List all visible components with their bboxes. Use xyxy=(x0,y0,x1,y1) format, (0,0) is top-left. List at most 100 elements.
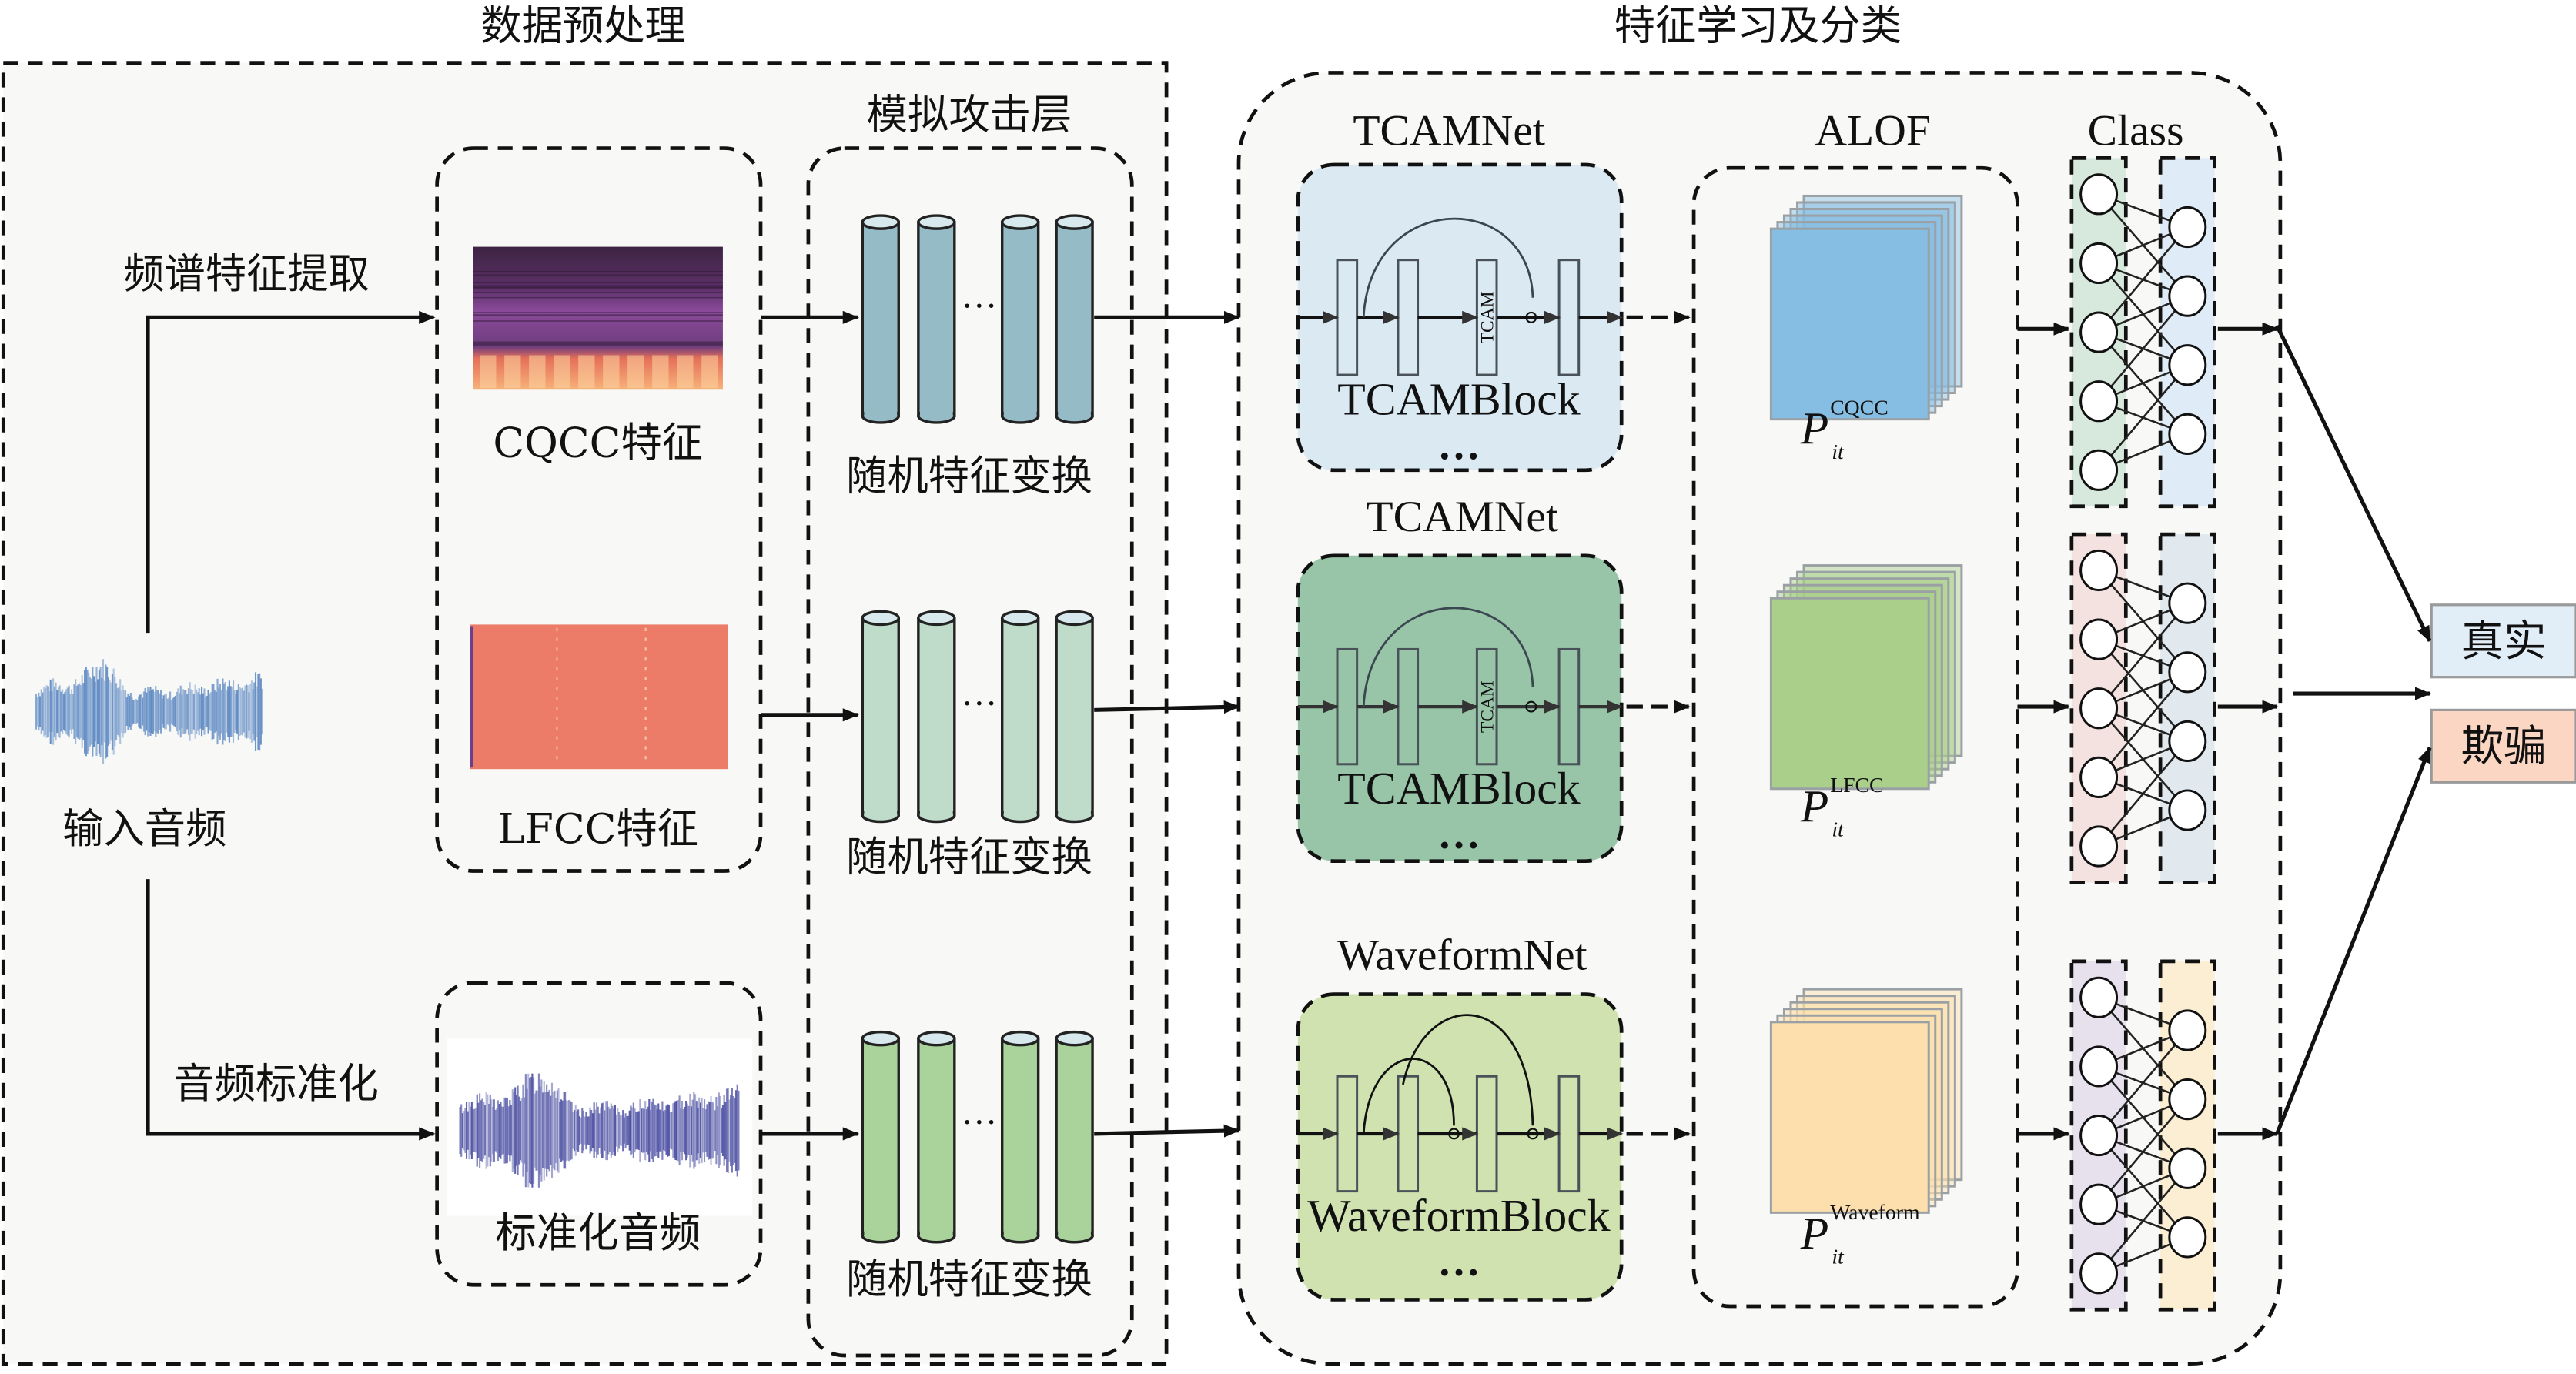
spectrogram-cell xyxy=(677,355,694,389)
alof-output-subscript: it xyxy=(1832,440,1845,464)
feature-map xyxy=(1769,597,1930,791)
layer-rect xyxy=(1397,647,1420,766)
neuron xyxy=(2079,549,2119,592)
layer-rect xyxy=(1557,259,1581,376)
feature-map xyxy=(1769,1021,1930,1214)
cylinder-ellipsis: … xyxy=(961,674,997,714)
alof-output-superscript: CQCC xyxy=(1830,396,1889,420)
connection xyxy=(2098,671,2189,778)
spectrogram-cell xyxy=(504,355,521,389)
spectrogram-cell xyxy=(554,355,570,389)
alof-output-superscript: Waveform xyxy=(1830,1201,1920,1225)
neuron xyxy=(2079,173,2119,216)
output-real-label: 真实 xyxy=(2461,617,2547,667)
net-title-3: WaveformNet xyxy=(1337,931,1587,980)
layer-rect xyxy=(1397,1075,1420,1193)
hidden-layer-box xyxy=(2158,532,2216,884)
block-ellipsis: … xyxy=(1437,1238,1480,1285)
layer-rect xyxy=(1336,1075,1359,1193)
spectral-extraction-label: 频谱特征提取 xyxy=(123,249,370,298)
add-op-icon xyxy=(1525,700,1537,713)
spectral-feature-box xyxy=(435,146,763,873)
normalized-waveform xyxy=(459,1073,740,1188)
input-audio-label: 输入音频 xyxy=(62,804,226,853)
neuron xyxy=(2079,687,2119,730)
connection xyxy=(2098,602,2189,710)
input-layer-box xyxy=(2069,156,2128,509)
classifier-1 xyxy=(2017,156,2279,509)
alof-output-symbol: P xyxy=(1800,781,1829,831)
normalized-audio-label: 标准化音频 xyxy=(495,1209,701,1257)
alof-title: ALOF xyxy=(1815,106,1930,155)
classifier-2 xyxy=(2017,532,2279,884)
spectrogram-cell xyxy=(480,355,497,389)
alof-output-subscript: it xyxy=(1832,1245,1845,1269)
cqcc-spectrogram-texture xyxy=(473,270,723,389)
transform-cylinder xyxy=(861,610,900,824)
spectrogram-cell xyxy=(529,355,546,389)
transform-cylinder xyxy=(861,214,900,424)
layer-rect xyxy=(1557,647,1581,766)
transform-label-1: 随机特征变换 xyxy=(846,451,1092,500)
add-op-icon xyxy=(1448,1128,1460,1140)
net-block-1: TCAM TCAMBlock… xyxy=(1296,162,1624,473)
lfcc-feature-label: LFCC特征 xyxy=(497,804,698,853)
cqcc-feature-label: CQCC特征 xyxy=(493,419,703,467)
transform-cylinder xyxy=(1055,214,1094,424)
block-ellipsis: … xyxy=(1437,422,1480,469)
spectrogram-cell xyxy=(627,355,644,389)
residual-arc xyxy=(1362,607,1534,707)
alof-output-subscript: it xyxy=(1832,818,1845,842)
preprocessing-panel-border xyxy=(1,61,1169,1366)
lfcc-spectrogram xyxy=(470,624,728,770)
alof-output-symbol: P xyxy=(1800,1208,1829,1259)
neuron xyxy=(2168,344,2207,386)
transform-cylinder xyxy=(1055,610,1094,824)
residual-arc xyxy=(1402,1014,1534,1126)
output-spoof-box xyxy=(2430,708,2576,784)
neuron xyxy=(2079,825,2119,868)
classifier-3 xyxy=(2017,959,2279,1312)
class-title: Class xyxy=(2088,106,2184,155)
preprocessing-title: 数据预处理 xyxy=(480,2,686,50)
neuron xyxy=(2168,582,2207,624)
input-layer-box xyxy=(2069,959,2128,1312)
attack-layer-title: 模拟攻击层 xyxy=(867,90,1072,139)
attack-layer-box xyxy=(806,146,1134,1358)
net-title-2: TCAMNet xyxy=(1366,493,1558,541)
connection xyxy=(2098,1167,2189,1275)
cylinder-ellipsis: … xyxy=(961,1092,997,1132)
net-block-2: TCAMTCAMBlock… xyxy=(1296,553,1624,864)
alof-box xyxy=(1691,165,2019,1309)
input-audio-waveform xyxy=(35,659,263,764)
spectrogram-cell xyxy=(578,355,595,389)
add-op-icon xyxy=(1525,311,1537,323)
output-spoof: 欺骗 xyxy=(2430,708,2576,784)
block-label: TCAMBlock xyxy=(1337,763,1580,814)
alof-output-superscript: LFCC xyxy=(1830,774,1883,797)
block-label: TCAMBlock xyxy=(1337,373,1580,424)
classifier-1-to-output-arrow xyxy=(2275,324,2432,643)
classifier-3-to-output-arrow xyxy=(2275,746,2432,1135)
neuron xyxy=(2079,1252,2119,1295)
neuron xyxy=(2079,1114,2119,1157)
output-real: 真实 xyxy=(2430,603,2576,679)
transform-cylinder xyxy=(917,214,956,424)
transform-label-3: 随机特征变换 xyxy=(846,1255,1092,1303)
spectrogram-cell xyxy=(701,355,718,389)
transform-cylinder xyxy=(861,1030,900,1244)
transform-to-net-arrow-2 xyxy=(1094,700,1241,714)
tcam-module-label: TCAM xyxy=(1478,291,1498,343)
neuron xyxy=(2079,756,2119,798)
connection xyxy=(2098,226,2189,333)
output-spoof-label: 欺骗 xyxy=(2461,723,2547,772)
transform-cylinder xyxy=(917,610,956,824)
spectrogram-cell xyxy=(652,355,669,389)
add-op-icon xyxy=(1527,1128,1539,1140)
neuron xyxy=(2079,976,2119,1018)
connection xyxy=(2098,295,2189,403)
block-label: WaveformBlock xyxy=(1307,1190,1611,1241)
neuron xyxy=(2079,242,2119,285)
